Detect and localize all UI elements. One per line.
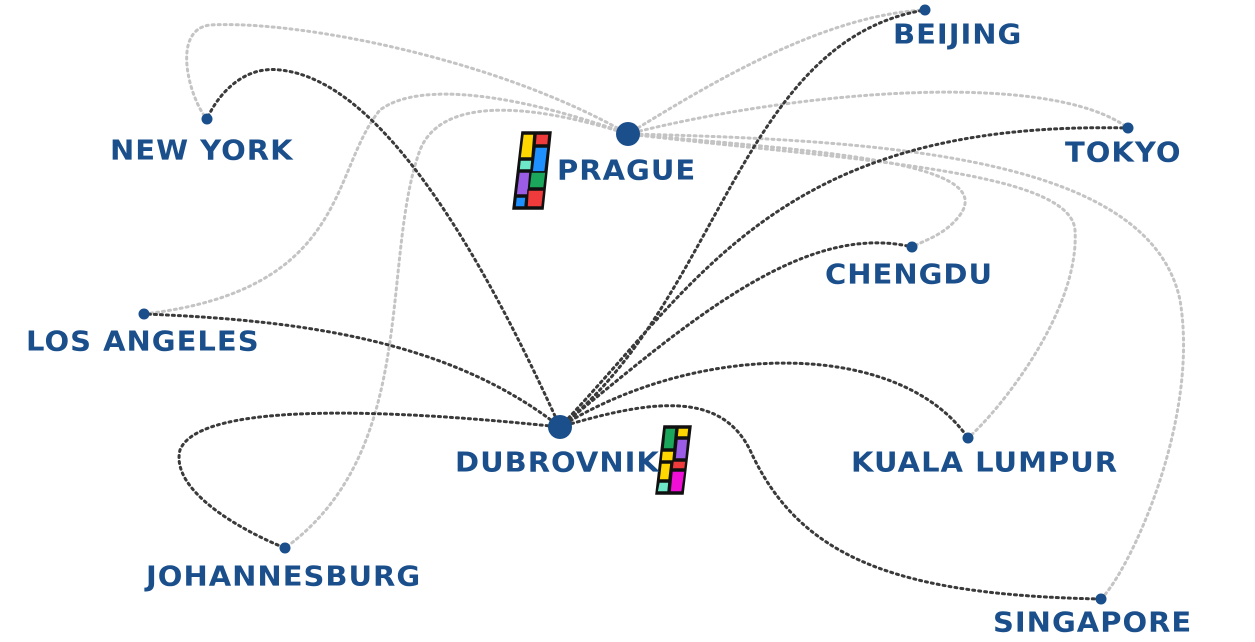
- link-dubrovnik-tokyo: [558, 126, 1130, 429]
- node-prague[interactable]: [616, 122, 640, 146]
- link-prague-johannesburg: [283, 108, 630, 550]
- link-dubrovnik-johannesburg: [177, 411, 562, 550]
- link-prague-singapore: [626, 132, 1185, 601]
- link-prague-beijing: [626, 8, 927, 136]
- link-prague-los-angeles: [142, 92, 630, 316]
- node-los-angeles[interactable]: [138, 308, 150, 320]
- link-prague-new-york: [185, 23, 630, 136]
- node-beijing[interactable]: [919, 4, 931, 16]
- link-dubrovnik-chengdu: [558, 241, 914, 429]
- node-tokyo[interactable]: [1122, 122, 1134, 134]
- link-prague-kuala-lumpur: [626, 132, 1077, 440]
- label-tokyo: TOKYO: [1065, 135, 1182, 169]
- label-johannesburg: JOHANNESBURG: [146, 559, 422, 593]
- node-new-york[interactable]: [201, 113, 213, 125]
- link-dubrovnik-kuala-lumpur: [558, 361, 970, 440]
- node-johannesburg[interactable]: [279, 542, 291, 554]
- node-kuala-lumpur[interactable]: [962, 432, 974, 444]
- dubrovnik-mosaic-icon: [655, 425, 692, 495]
- label-chengdu: CHENGDU: [825, 257, 994, 291]
- node-singapore[interactable]: [1095, 593, 1107, 605]
- link-dubrovnik-singapore: [558, 404, 1103, 601]
- link-dubrovnik-new-york: [205, 68, 562, 429]
- label-dubrovnik: DUBROVNIK: [455, 445, 660, 479]
- label-kuala-lumpur: KUALA LUMPUR: [851, 445, 1119, 479]
- link-prague-chengdu: [626, 132, 967, 249]
- link-prague-tokyo: [626, 90, 1130, 136]
- link-dubrovnik-los-angeles: [142, 312, 562, 429]
- link-dubrovnik-beijing: [558, 8, 927, 429]
- label-los-angeles: LOS ANGELES: [26, 324, 260, 358]
- node-dubrovnik[interactable]: [548, 415, 572, 439]
- label-new-york: NEW YORK: [110, 133, 294, 167]
- label-singapore: SINGAPORE: [993, 605, 1193, 639]
- label-beijing: BEIJING: [893, 17, 1023, 51]
- label-prague: PRAGUE: [557, 153, 697, 187]
- prague-mosaic-icon: [512, 131, 552, 210]
- node-chengdu[interactable]: [906, 241, 918, 253]
